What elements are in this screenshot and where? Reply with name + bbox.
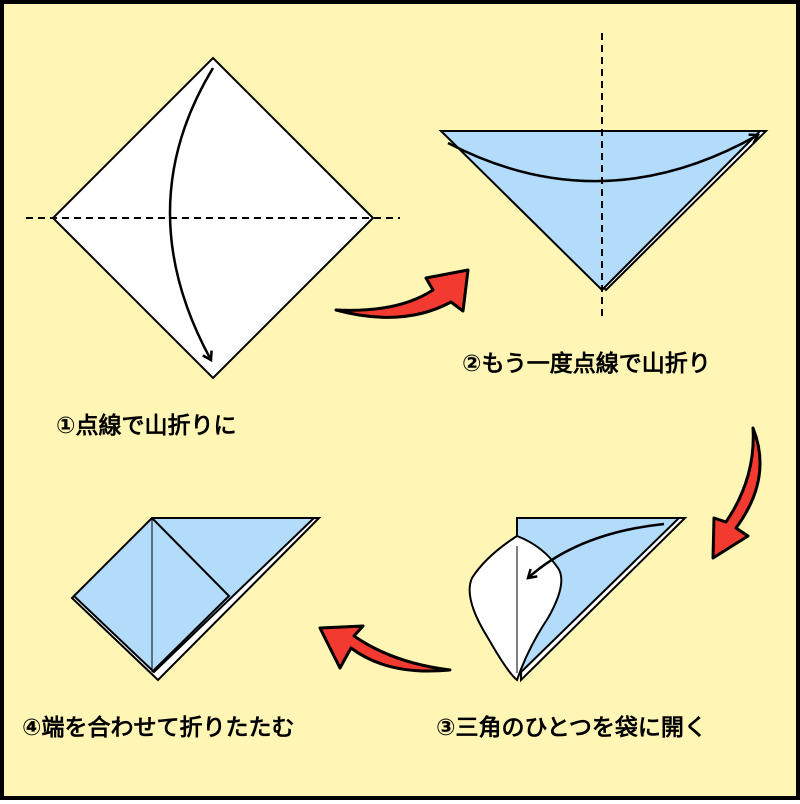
fold-arrow-icon <box>168 67 215 360</box>
red-arrow-3-to-4-icon <box>318 624 452 673</box>
red-arrow-2-to-3-icon <box>711 426 762 560</box>
opened-pocket-white <box>468 534 563 682</box>
step4-diagram <box>70 516 322 682</box>
diagram-canvas <box>26 33 769 683</box>
step1-caption: ①点線で山折りに <box>56 413 237 439</box>
red-arrow-1-to-2-icon <box>334 268 470 319</box>
step4-caption: ④端を合わせて折りたたむ <box>22 715 295 741</box>
flap-edge <box>151 517 231 673</box>
step3-diagram <box>468 517 688 683</box>
step2-diagram <box>438 33 769 320</box>
open-arrow-icon <box>528 522 665 578</box>
fold-arrow-icon <box>447 135 758 183</box>
step1-diagram <box>26 56 400 380</box>
blue-folded-paper <box>72 517 317 674</box>
step3-caption: ③三角のひとつを袋に開く <box>436 715 707 741</box>
blue-triangle-paper <box>438 130 763 292</box>
step2-caption: ②もう一度点線で山折り <box>462 351 711 377</box>
